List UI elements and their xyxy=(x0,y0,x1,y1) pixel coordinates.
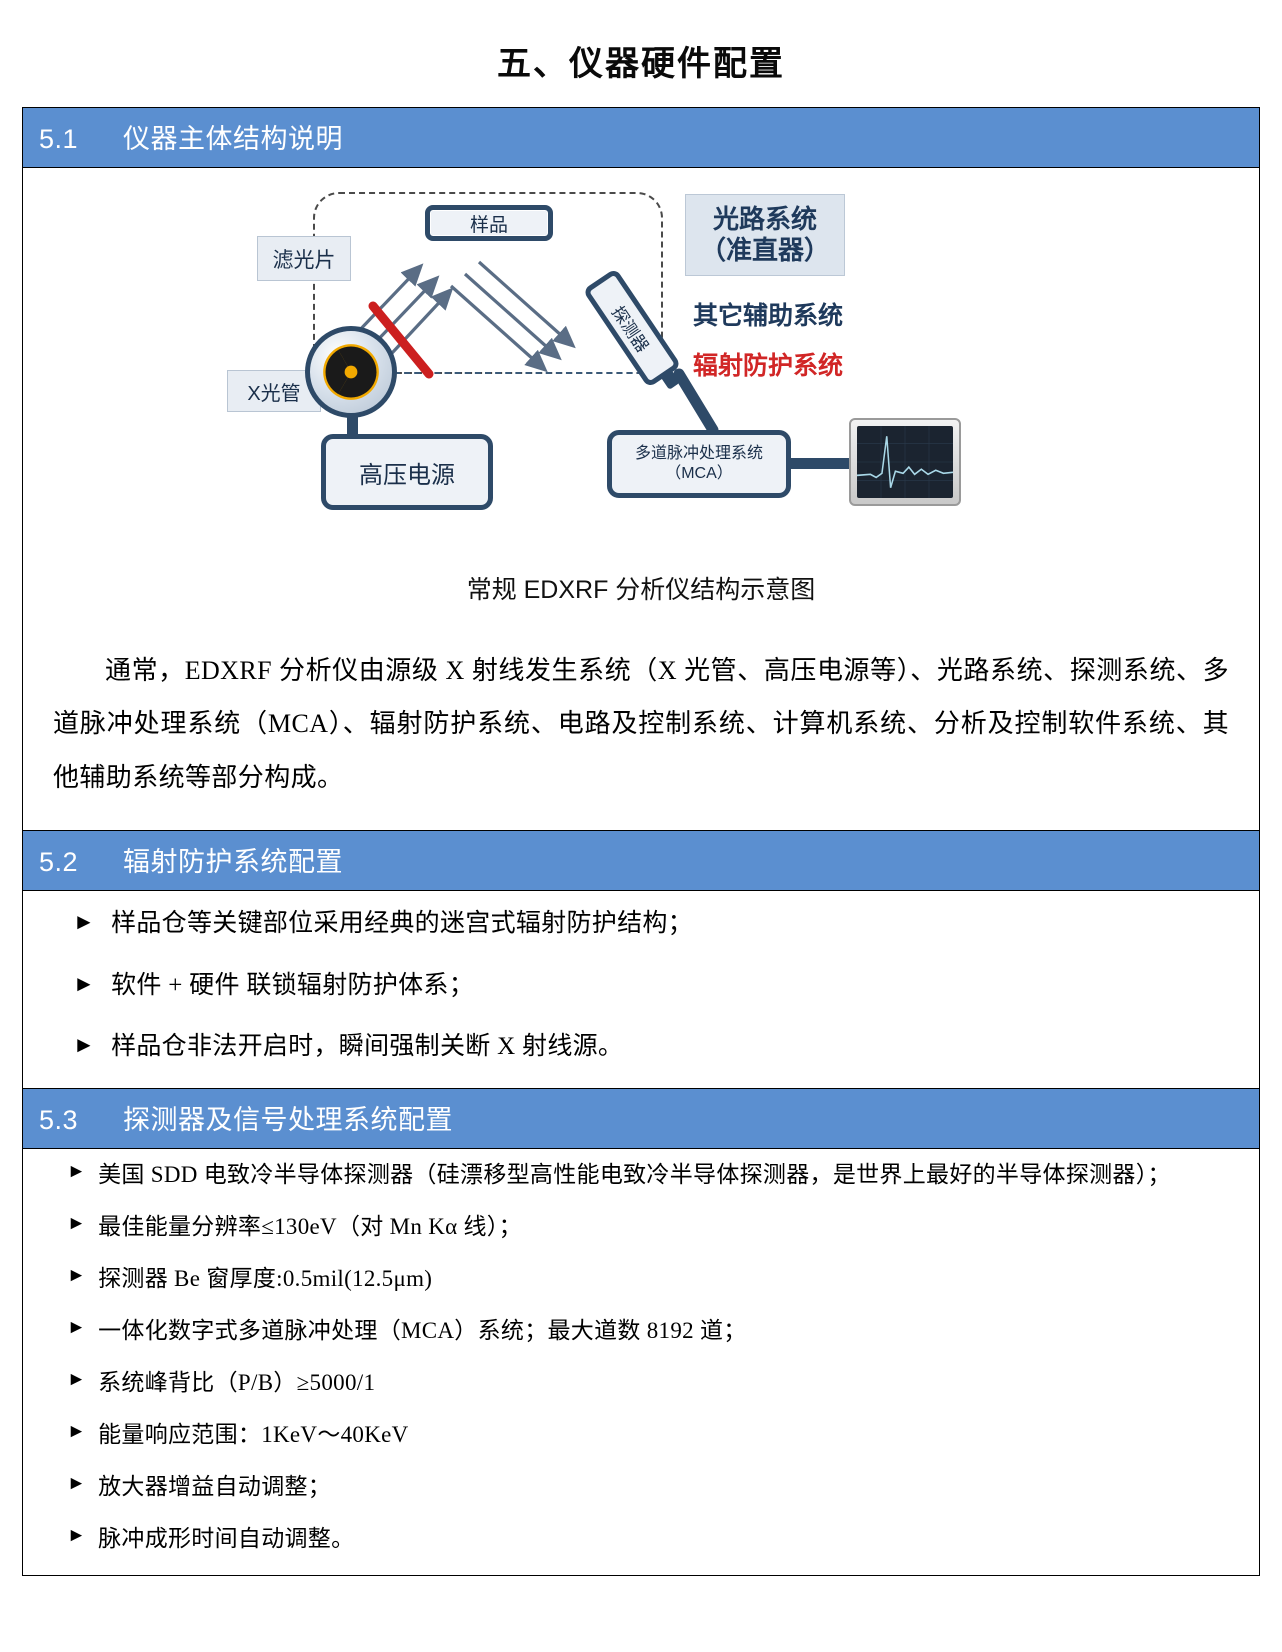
section-header-5-3: 5.3 探测器及信号处理系统配置 xyxy=(23,1088,1259,1150)
list-item: ► 最佳能量分辨率≤130eV（对 Mn Kα 线）； xyxy=(49,1211,1233,1242)
spectrum-waveform-icon xyxy=(857,426,953,498)
list-item-text: 放大器增益自动调整； xyxy=(98,1474,332,1500)
page-title: 五、仪器硬件配置 xyxy=(497,45,785,83)
section-body-5-1: 样品 滤光片 X光管 光路系统 （准直器） 其它辅助系统 辐射防护系统 xyxy=(23,178,1259,830)
xray-tube-label-box: X光管 xyxy=(227,370,321,412)
list-item: ► 样品仓非法开启时，瞬间强制关断 X 射线源。 xyxy=(49,1030,1233,1064)
mca-box: 多道脉冲处理系统 （MCA） xyxy=(607,430,791,498)
bullet-triangle-icon: ► xyxy=(67,1473,87,1495)
list-item: ► 放大器增益自动调整； xyxy=(49,1471,1233,1502)
bullet-triangle-icon: ► xyxy=(73,1032,96,1058)
section-number: 5.2 xyxy=(39,846,79,877)
beam-axis-dashed-line xyxy=(313,372,663,374)
list-item-text: 脉冲成形时间自动调整。 xyxy=(98,1526,355,1552)
section-header-5-2: 5.2 辐射防护系统配置 xyxy=(23,829,1259,891)
connector-tube-to-hv xyxy=(347,414,358,442)
list-item-text: 系统峰背比（P/B）≥5000/1 xyxy=(98,1370,376,1396)
list-item: ► 美国 SDD 电致冷半导体探测器（硅漂移型高性能电致冷半导体探测器，是世界上… xyxy=(49,1159,1233,1190)
filter-label-box: 滤光片 xyxy=(257,236,351,281)
list-item-text: 美国 SDD 电致冷半导体探测器（硅漂移型高性能电致冷半导体探测器，是世界上最好… xyxy=(98,1162,1171,1188)
list-item: ► 探测器 Be 窗厚度:0.5mil(12.5μm) xyxy=(49,1263,1233,1294)
list-item-text: 探测器 Be 窗厚度:0.5mil(12.5μm) xyxy=(98,1266,433,1292)
list-item: ► 一体化数字式多道脉冲处理（MCA）系统；最大道数 8192 道； xyxy=(49,1315,1233,1346)
sample-box: 样品 xyxy=(425,205,553,241)
section-title: 辐射防护系统配置 xyxy=(123,846,343,877)
section-title: 仪器主体结构说明 xyxy=(123,124,343,154)
section-body-5-2: ► 样品仓等关键部位采用经典的迷宫式辐射防护结构； ► 软件 + 硬件 联锁辐射… xyxy=(23,891,1259,1088)
section-number: 5.1 xyxy=(39,124,79,154)
section-header-5-1: 5.1 仪器主体结构说明 xyxy=(23,108,1259,168)
bullet-triangle-icon: ► xyxy=(67,1421,87,1443)
list-item-text: 样品仓等关键部位采用经典的迷宫式辐射防护结构； xyxy=(111,909,693,937)
filter-blocking-bar xyxy=(368,301,434,379)
document-container: 5.1 仪器主体结构说明 xyxy=(22,107,1260,1576)
high-voltage-supply-box: 高压电源 xyxy=(321,434,493,510)
optics-label-line1: 光路系统 xyxy=(712,204,817,235)
connector-mca-to-monitor xyxy=(787,458,853,469)
list-item: ► 系统峰背比（P/B）≥5000/1 xyxy=(49,1367,1233,1398)
bullet-triangle-icon: ► xyxy=(67,1525,87,1547)
bullet-triangle-icon: ► xyxy=(67,1369,87,1391)
computer-monitor xyxy=(849,418,961,506)
section-5-1-paragraph: 通常，EDXRF 分析仪由源级 X 射线发生系统（X 光管、高压电源等）、光路系… xyxy=(53,656,1229,792)
mca-label-line1: 多道脉冲处理系统 xyxy=(634,445,763,462)
mca-label-line2: （MCA） xyxy=(665,465,733,482)
section-title: 探测器及信号处理系统配置 xyxy=(123,1105,453,1136)
list-item-text: 样品仓非法开启时，瞬间强制关断 X 射线源。 xyxy=(111,1033,624,1061)
list-item-text: 软件 + 硬件 联锁辐射防护体系； xyxy=(111,971,475,999)
edxrf-diagram: 样品 滤光片 X光管 光路系统 （准直器） 其它辅助系统 辐射防护系统 xyxy=(23,178,1259,570)
aux-system-label: 其它辅助系统 xyxy=(693,302,844,330)
xray-tube-circle xyxy=(305,326,397,418)
bullet-triangle-icon: ► xyxy=(67,1213,87,1235)
list-item-text: 能量响应范围：1KeV～40KeV xyxy=(98,1422,409,1448)
bullet-triangle-icon: ► xyxy=(67,1161,87,1183)
section-body-5-3: ► 美国 SDD 电致冷半导体探测器（硅漂移型高性能电致冷半导体探测器，是世界上… xyxy=(23,1149,1259,1574)
list-item: ► 软件 + 硬件 联锁辐射防护体系； xyxy=(49,969,1233,1003)
list-item: ► 样品仓等关键部位采用经典的迷宫式辐射防护结构； xyxy=(49,907,1233,941)
optics-system-label-box: 光路系统 （准直器） xyxy=(685,194,845,276)
list-item: ► 能量响应范围：1KeV～40KeV xyxy=(49,1419,1233,1450)
section-number: 5.3 xyxy=(39,1105,79,1136)
beam-arrows xyxy=(331,260,576,384)
list-item-text: 一体化数字式多道脉冲处理（MCA）系统；最大道数 8192 道； xyxy=(98,1318,747,1344)
radiation-trefoil-icon xyxy=(323,344,379,400)
list-item-text: 最佳能量分辨率≤130eV（对 Mn Kα 线）； xyxy=(98,1214,522,1240)
monitor-screen xyxy=(857,426,953,498)
figure-caption: 常规 EDXRF 分析仪结构示意图 xyxy=(466,576,816,604)
radiation-shield-label: 辐射防护系统 xyxy=(693,352,844,380)
bullet-triangle-icon: ► xyxy=(73,908,96,934)
optics-label-line2: （准直器） xyxy=(699,235,830,265)
list-item: ► 脉冲成形时间自动调整。 xyxy=(49,1523,1233,1554)
bullet-triangle-icon: ► xyxy=(67,1265,87,1287)
bullet-triangle-icon: ► xyxy=(67,1317,87,1339)
bullet-triangle-icon: ► xyxy=(73,970,96,996)
